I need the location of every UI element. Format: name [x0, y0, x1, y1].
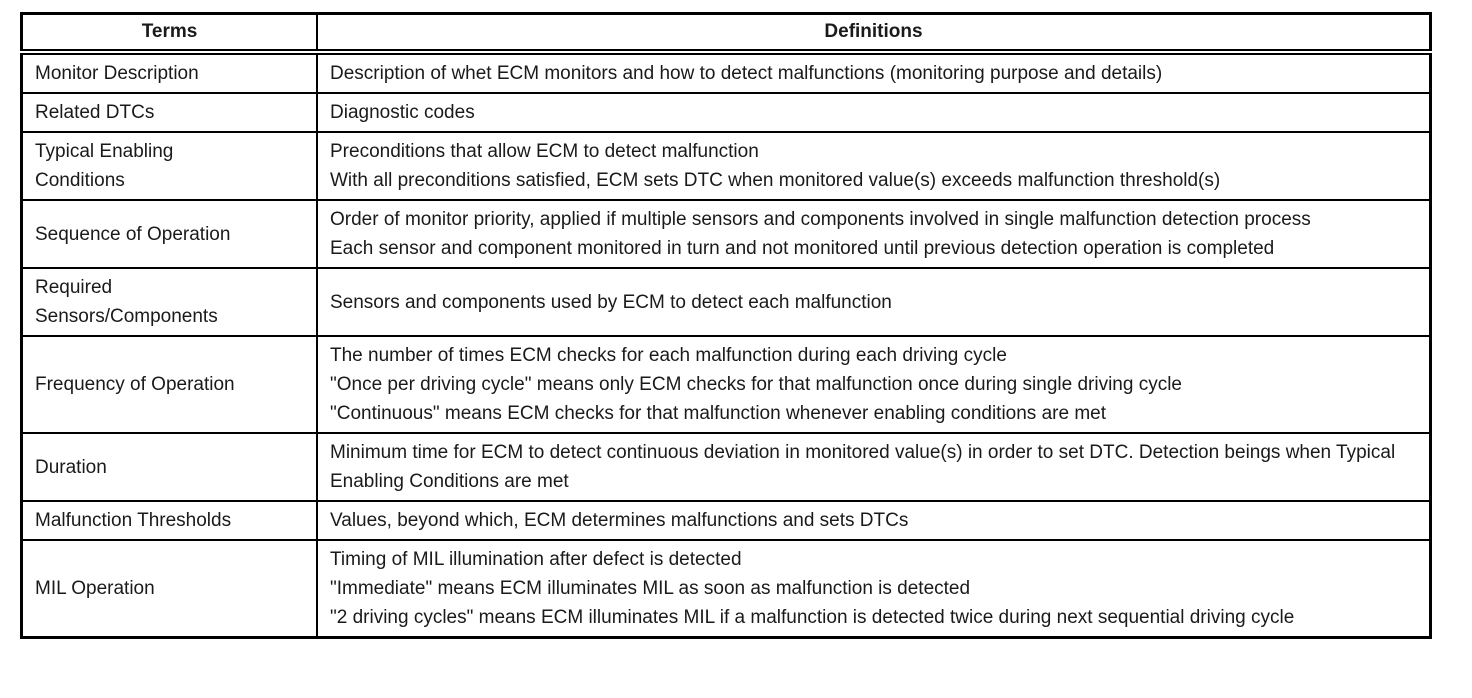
definition-line: Description of whet ECM monitors and how…: [330, 63, 1163, 84]
term-label: Related DTCs: [35, 102, 155, 123]
table-header: Terms Definitions: [20, 12, 1432, 55]
definition-line: Values, beyond which, ECM determines mal…: [330, 510, 909, 531]
definition-line: Preconditions that allow ECM to detect m…: [330, 141, 759, 162]
table-row: MIL Operation Timing of MIL illumination …: [20, 539, 1432, 639]
definition-line: Each sensor and component monitored in t…: [330, 238, 1275, 259]
table-row: Required Sensors/Components Sensors and c…: [20, 267, 1432, 337]
table-row: Duration Minimum time for ECM to detect c…: [20, 432, 1432, 502]
term-cell: Malfunction Thresholds: [20, 500, 318, 541]
definition-line: Sensors and components used by ECM to de…: [330, 291, 892, 313]
term-cell: Sequence of Operation: [20, 199, 318, 269]
definition-cell: The number of times ECM checks for each …: [316, 335, 1432, 434]
definition-line: Order of monitor priority, applied if mu…: [330, 209, 1311, 230]
term-label: Frequency of Operation: [35, 374, 235, 395]
term-cell: Typical Enabling Conditions: [20, 131, 318, 201]
definition-line: Timing of MIL illumination after defect …: [330, 549, 742, 570]
term-label: Duration: [35, 456, 107, 478]
definition-line: "Continuous" means ECM checks for that m…: [330, 403, 1107, 424]
term-label: Monitor Description: [35, 63, 199, 84]
term-label: Malfunction Thresholds: [35, 510, 232, 531]
definition-cell: Minimum time for ECM to detect continuou…: [316, 432, 1432, 502]
definition-line: Minimum time for ECM to detect continuou…: [330, 442, 1396, 492]
definition-cell: Values, beyond which, ECM determines mal…: [316, 500, 1432, 541]
term-cell: Frequency of Operation: [20, 335, 318, 434]
term-label: Typical Enabling Conditions: [35, 141, 174, 191]
term-label: MIL Operation: [35, 578, 155, 599]
definition-line: With all preconditions satisfied, ECM se…: [330, 170, 1221, 191]
definition-cell: Description of whet ECM monitors and how…: [316, 51, 1432, 94]
definition-cell: Diagnostic codes: [316, 92, 1432, 133]
table-row: Monitor Description Description of whet E…: [20, 51, 1432, 94]
definition-cell: Sensors and components used by ECM to de…: [316, 267, 1432, 337]
table-row: Sequence of Operation Order of monitor pr…: [20, 199, 1432, 269]
definition-line: "2 driving cycles" means ECM illuminates…: [330, 607, 1295, 628]
header-row: Terms Definitions: [20, 12, 1432, 55]
column-header-terms: Terms: [20, 12, 318, 55]
table-row: Malfunction Thresholds Values, beyond whi…: [20, 500, 1432, 541]
definition-line: "Immediate" means ECM illuminates MIL as…: [330, 578, 971, 599]
term-cell: Duration: [20, 432, 318, 502]
definition-cell: Timing of MIL illumination after defect …: [316, 539, 1432, 639]
table-row: Typical Enabling Conditions Preconditions…: [20, 131, 1432, 201]
definition-cell: Order of monitor priority, applied if mu…: [316, 199, 1432, 269]
term-label: Sequence of Operation: [35, 223, 231, 245]
term-cell: Related DTCs: [20, 92, 318, 133]
column-header-definitions: Definitions: [316, 12, 1432, 55]
definition-line: "Once per driving cycle" means only ECM …: [330, 374, 1182, 395]
term-cell: Monitor Description: [20, 51, 318, 94]
term-label: Required Sensors/Components: [35, 277, 218, 327]
definition-line: Diagnostic codes: [330, 102, 475, 123]
definition-cell: Preconditions that allow ECM to detect m…: [316, 131, 1432, 201]
term-cell: Required Sensors/Components: [20, 267, 318, 337]
table-row: Frequency of Operation The number of time…: [20, 335, 1432, 434]
definition-line: The number of times ECM checks for each …: [330, 345, 1007, 366]
table-body: Monitor Description Description of whet E…: [20, 51, 1432, 639]
term-cell: MIL Operation: [20, 539, 318, 639]
terms-definitions-table: Terms Definitions Monitor Description Des…: [20, 12, 1432, 639]
table-row: Related DTCs Diagnostic codes: [20, 92, 1432, 133]
